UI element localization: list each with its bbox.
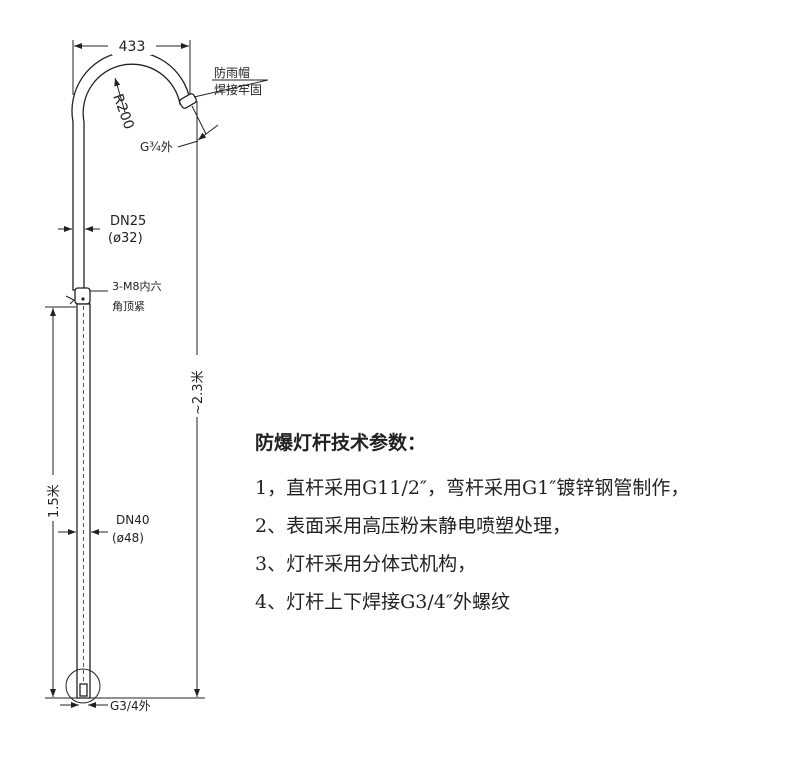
set-screw-label-2: 角顶紧: [112, 300, 145, 313]
bottom-thread: [79, 683, 88, 697]
upper-dn-label: DN25: [110, 214, 146, 229]
curved-pipe: [71, 50, 191, 291]
spec-title: 防爆灯杆技术参数：: [255, 432, 427, 454]
set-screw-label-1: 3-M8内六: [112, 279, 161, 293]
lower-dia-label: (ø48): [112, 531, 144, 545]
detail-circle: [65, 668, 101, 704]
spec-item: 4、灯杆上下焊接G3/4″外螺纹: [255, 591, 510, 613]
lower-dn-label: DN40: [116, 513, 150, 527]
lower-height-dimension: 1.5米: [47, 484, 62, 518]
bottom-thread-label: G3/4外: [110, 699, 151, 713]
coupling: [74, 287, 91, 305]
width-dimension: 433: [119, 39, 146, 55]
total-height-dimension: ~2.3米: [191, 370, 206, 415]
upper-dia-label: (ø32): [108, 231, 143, 246]
weld-label: 焊接牢固: [214, 82, 262, 97]
spec-item: 1，直杆采用G11/2″，弯杆采用G1″镀锌钢管制作，: [255, 477, 690, 499]
spec-item: 2、表面采用高压粉末静电喷塑处理，: [255, 515, 572, 537]
rain-cap-label: 防雨帽: [214, 65, 250, 80]
top-thread-label: G¾外: [140, 140, 173, 154]
spec-section: 防爆灯杆技术参数： 1，直杆采用G11/2″，弯杆采用G1″镀锌钢管制作， 2、…: [255, 428, 689, 621]
spec-item: 3、灯杆采用分体式机构，: [255, 553, 477, 575]
radius-dimension: R200: [109, 92, 137, 132]
